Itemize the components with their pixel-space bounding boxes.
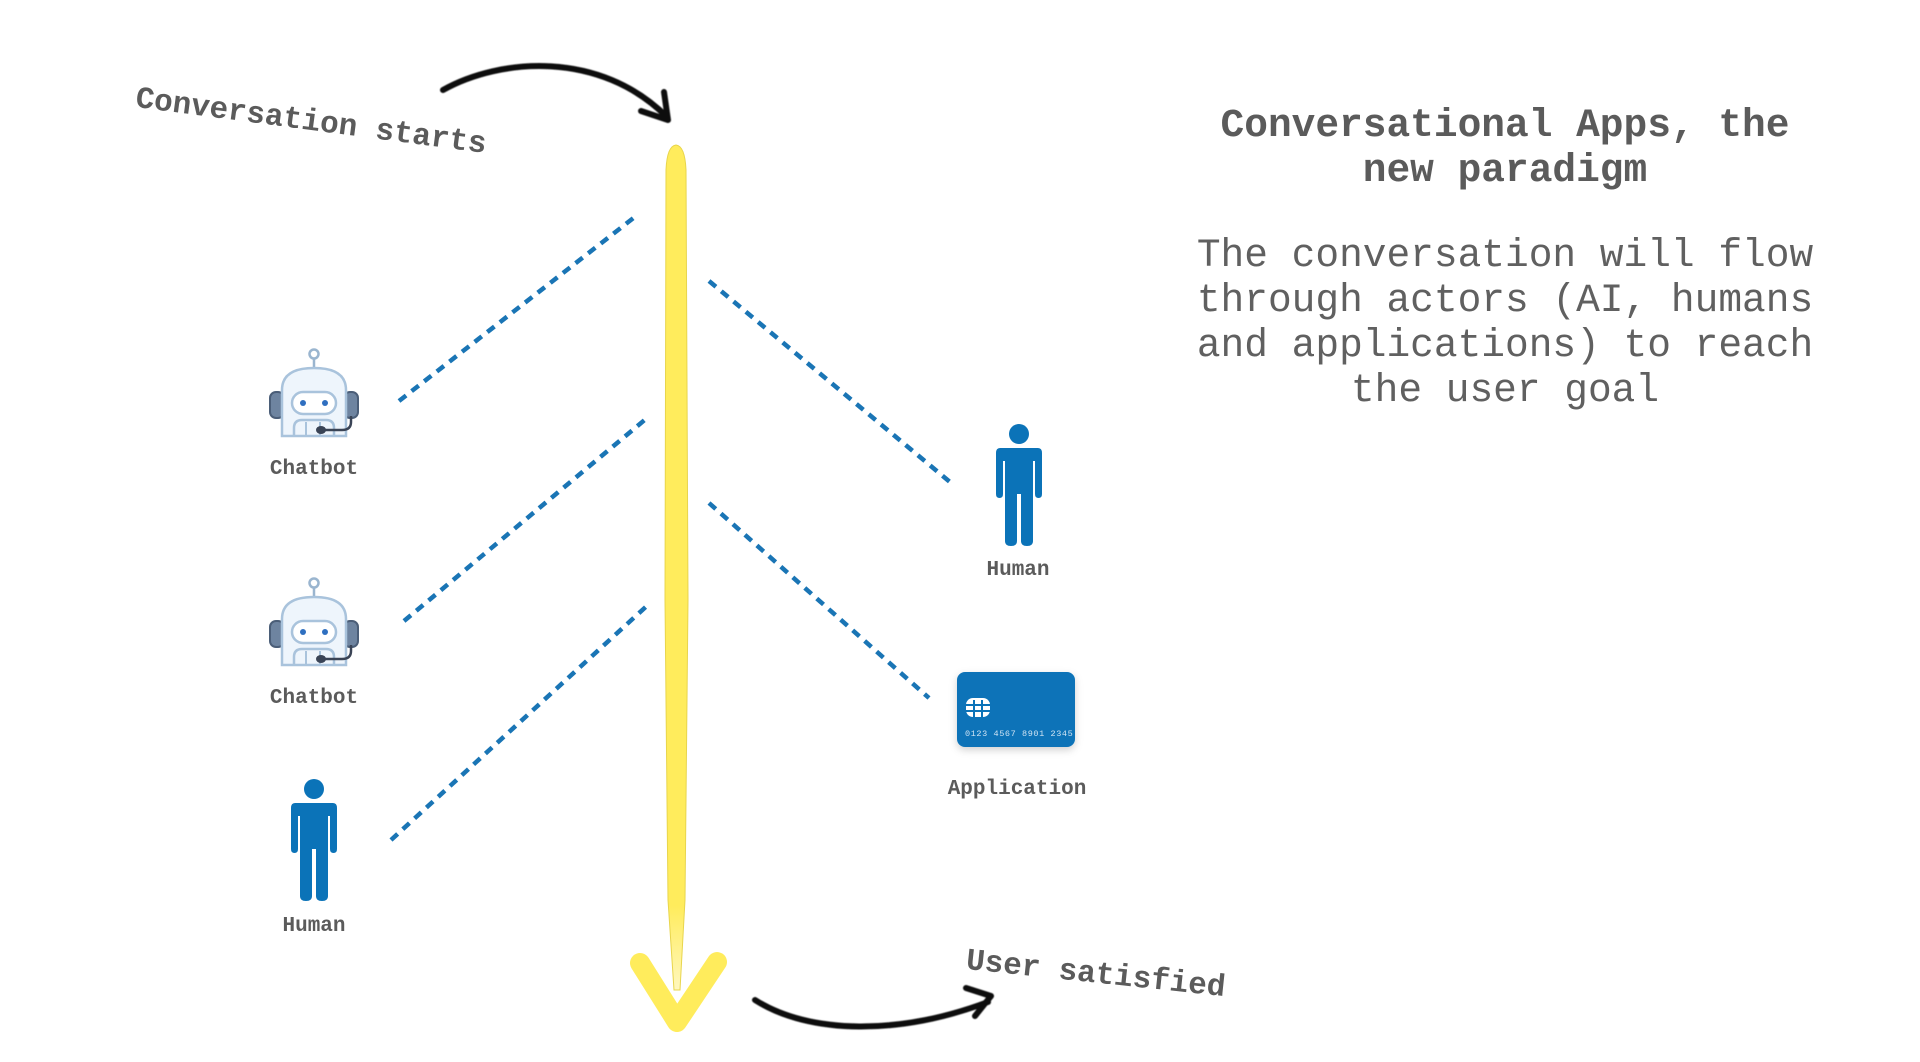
card-number: 0123 4567 8901 2345 xyxy=(965,729,1073,739)
description: The conversation will flow through actor… xyxy=(1185,233,1825,413)
description-line: the user goal xyxy=(1350,368,1660,413)
actor-label-chatbot: Chatbot xyxy=(269,687,359,710)
start-arrow-head xyxy=(638,89,671,123)
actor-label-human: Human xyxy=(282,915,346,938)
connectors xyxy=(389,214,952,842)
title-line: Conversational Apps, the xyxy=(1220,103,1790,148)
start-arrow xyxy=(440,63,671,123)
title-line: new paradigm xyxy=(1362,148,1648,193)
actor-label-chatbot: Chatbot xyxy=(269,458,359,481)
credit-card-icon: 0123 4567 8901 2345 xyxy=(957,672,1075,747)
start-arrow-curve xyxy=(440,63,670,120)
flow-arrow xyxy=(630,144,727,1032)
human-icon xyxy=(996,424,1042,546)
end-arrow-curve xyxy=(752,997,991,1030)
actor-label-application: Application xyxy=(947,778,1087,801)
chatbot-icon xyxy=(268,577,360,667)
human-icon xyxy=(291,779,337,901)
connector-human-left xyxy=(389,601,652,842)
description-line: through actors (AI, humans xyxy=(1196,278,1814,323)
connector-human-right xyxy=(707,279,952,484)
end-arrow-head xyxy=(963,985,994,1019)
description-line: and applications) to reach xyxy=(1196,323,1814,368)
connector-chatbot-1 xyxy=(397,214,638,403)
card-chip-icon xyxy=(966,698,990,717)
connector-chatbot-2 xyxy=(402,416,649,623)
page-title: Conversational Apps, the new paradigm xyxy=(1185,103,1825,193)
description-line: The conversation will flow xyxy=(1196,233,1814,278)
flow-arrow-shaft xyxy=(664,144,689,991)
actor-label-human: Human xyxy=(986,559,1050,582)
connector-application xyxy=(707,501,931,700)
flow-arrow-head xyxy=(630,952,727,1032)
end-arrow xyxy=(752,985,994,1030)
chatbot-icon xyxy=(268,348,360,438)
info-panel: Conversational Apps, the new paradigm Th… xyxy=(1185,103,1825,413)
